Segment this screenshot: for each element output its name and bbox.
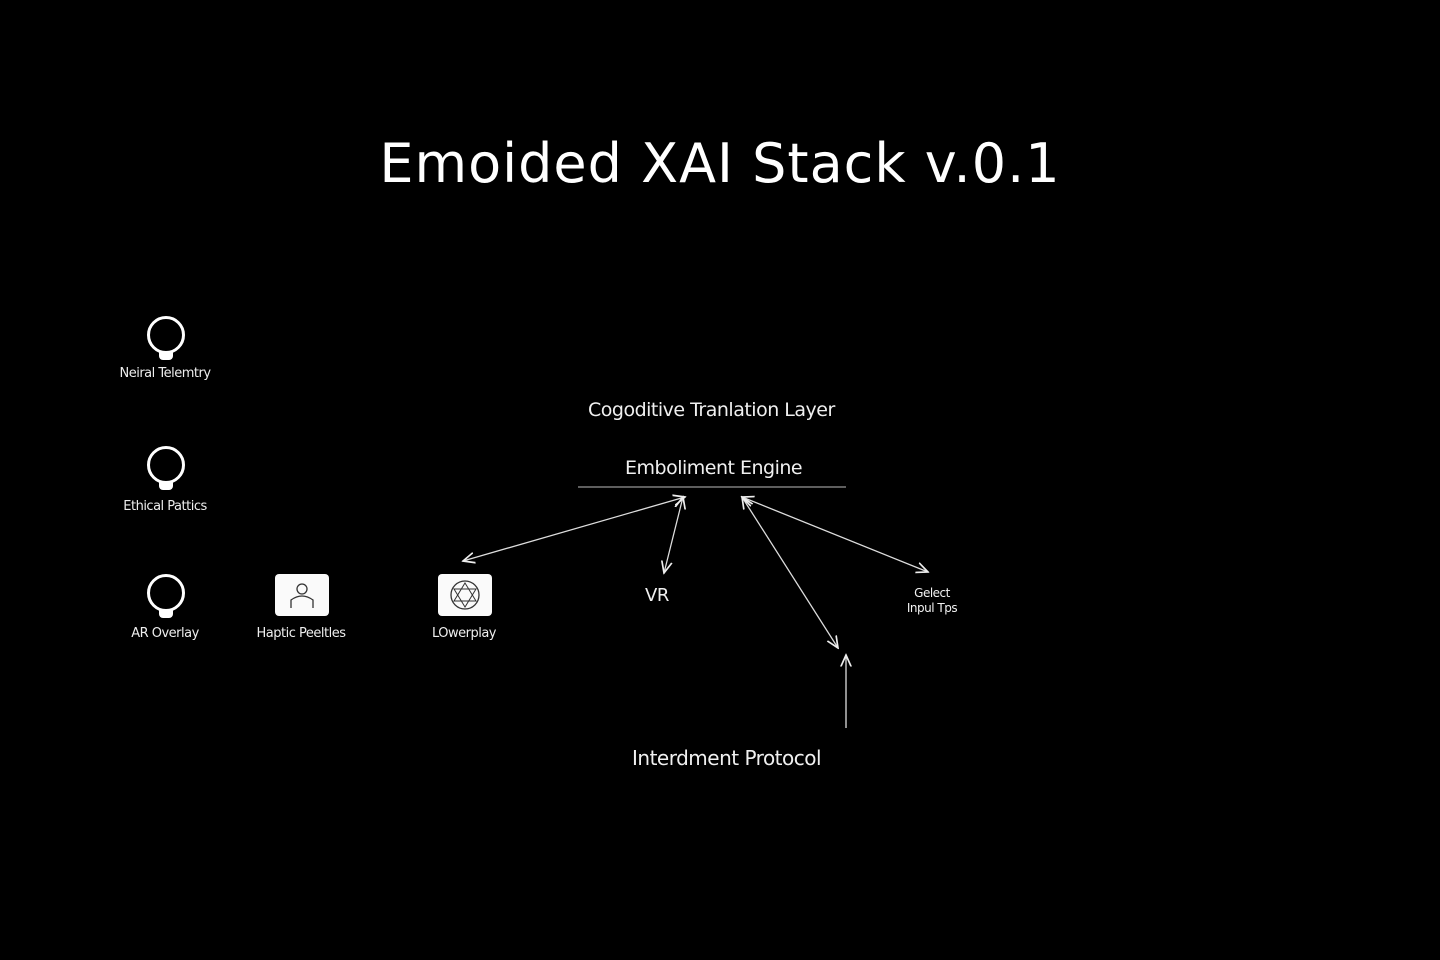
- arrow-to-gesture: [742, 497, 928, 572]
- embodiment-engine-label: Emboliment Engine: [625, 457, 803, 479]
- gesture-line-1: Gelect: [914, 586, 950, 600]
- brain-text-icon: [147, 316, 185, 360]
- arrow-to-protocol: [742, 497, 838, 648]
- arrow-to-vr: [664, 497, 683, 573]
- vr-label: VR: [645, 585, 669, 606]
- dotted-globe-icon: [147, 446, 185, 490]
- gesture-line-2: Inpul Tps: [906, 601, 958, 615]
- node-label: Haptic Peeltles: [256, 626, 346, 641]
- arrow-to-lowerplay: [463, 497, 685, 561]
- polyhedron-icon: [438, 574, 492, 616]
- network-globe-icon: [147, 574, 185, 618]
- person-icon: [275, 574, 329, 616]
- node-label: LOwerplay: [431, 626, 497, 641]
- node-label: AR Overlay: [131, 626, 199, 641]
- translation-layer-label: Cogoditive Tranlation Layer: [588, 399, 835, 421]
- node-label: Ethical Pattics: [123, 499, 207, 514]
- diagram-title: Emoided XAI Stack v.0.1: [379, 132, 1061, 195]
- node-label: Neiral Telemtry: [119, 366, 211, 381]
- protocol-label: Interdment Protocol: [632, 746, 822, 770]
- gesture-input-label: Gelect Inpul Tps: [892, 586, 972, 616]
